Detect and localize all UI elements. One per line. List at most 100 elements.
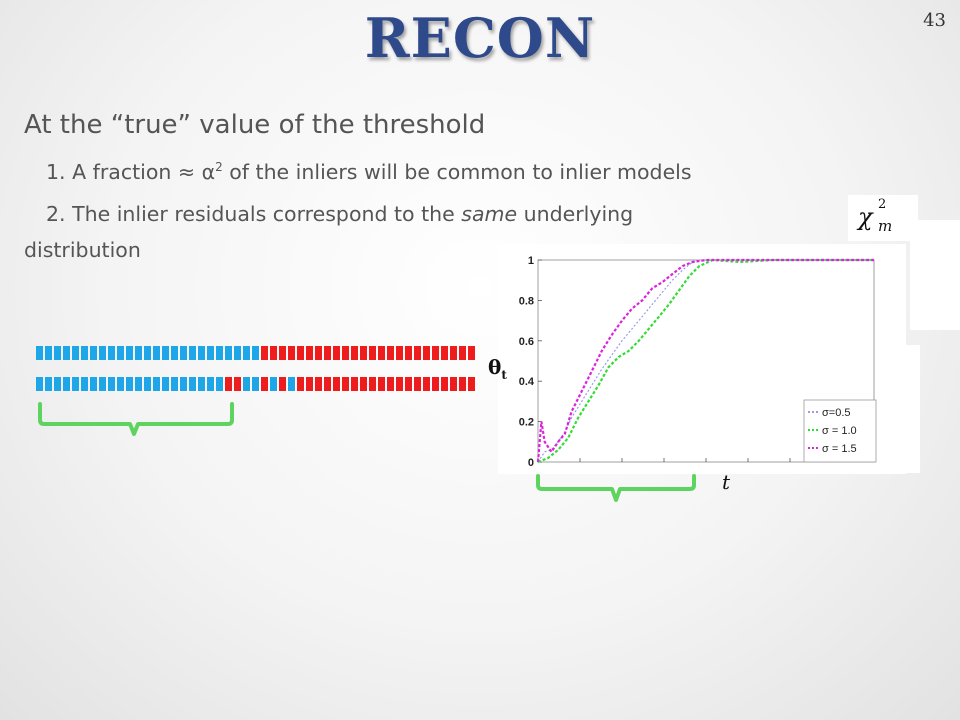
chi-square-formula: χ 2 m xyxy=(848,195,918,241)
outlier-cell xyxy=(288,346,295,360)
chart-backdrop-right-upper xyxy=(910,220,960,330)
outlier-cell xyxy=(459,346,466,360)
outlier-cell xyxy=(297,346,304,360)
inlier-cell xyxy=(198,346,205,360)
inlier-cell xyxy=(126,377,133,391)
inlier-cell xyxy=(216,346,223,360)
outlier-cell xyxy=(369,346,376,360)
inlier-cell xyxy=(216,377,223,391)
slide-title: RECON xyxy=(364,6,596,70)
outlier-cell xyxy=(450,377,457,391)
outlier-cell xyxy=(450,346,457,360)
outlier-cell xyxy=(333,377,340,391)
y-tick-label: 0 xyxy=(528,457,534,469)
outlier-cell xyxy=(360,346,367,360)
y-tick-label: 0.6 xyxy=(519,336,534,348)
outlier-cell xyxy=(468,377,475,391)
outlier-cell xyxy=(387,377,394,391)
outlier-cell xyxy=(342,346,349,360)
inlier-cell xyxy=(180,377,187,391)
inlier-cell xyxy=(90,346,97,360)
inlier-cell xyxy=(117,377,124,391)
outlier-cell xyxy=(270,346,277,360)
outlier-cell xyxy=(387,346,394,360)
inlier-cell xyxy=(207,377,214,391)
theta-subscript: t xyxy=(501,368,507,382)
inlier-cell xyxy=(162,377,169,391)
inlier-cell xyxy=(108,346,115,360)
outlier-cell xyxy=(306,346,313,360)
outlier-cell xyxy=(342,377,349,391)
inlier-cell xyxy=(189,377,196,391)
heading: At the “true” value of the threshold xyxy=(24,110,486,140)
inlier-cell xyxy=(36,377,43,391)
inlier-cell xyxy=(270,377,277,391)
y-tick-label: 1 xyxy=(528,255,534,267)
series-line-1 xyxy=(537,259,874,463)
inlier-cell xyxy=(72,346,79,360)
inlier-cell xyxy=(144,346,151,360)
outlier-cell xyxy=(405,377,412,391)
legend-label: σ = 1.5 xyxy=(822,443,857,455)
outlier-cell xyxy=(225,377,232,391)
point-2-prefix: 2. The inlier residuals correspond to th… xyxy=(46,202,462,226)
x-axis-label: t xyxy=(722,470,731,494)
inlier-cell xyxy=(54,346,61,360)
inlier-cell xyxy=(162,346,169,360)
outlier-cell xyxy=(333,346,340,360)
threshold-chart: 00.20.40.60.81σ=0.5σ = 1.0σ = 1.5 xyxy=(498,244,906,474)
outlier-cell xyxy=(441,377,448,391)
inlier-cell xyxy=(90,377,97,391)
chi-superscript: 2 xyxy=(878,197,887,212)
point-2: 2. The inlier residuals correspond to th… xyxy=(46,202,633,226)
outlier-cell xyxy=(378,377,385,391)
inlier-cell xyxy=(180,346,187,360)
chart-brace xyxy=(536,474,696,502)
inlier-cell xyxy=(153,377,160,391)
outlier-cell xyxy=(396,346,403,360)
inlier-cell xyxy=(189,346,196,360)
outlier-cell xyxy=(279,377,286,391)
inlier-cell xyxy=(45,377,52,391)
inlier-cell xyxy=(45,346,52,360)
outlier-cell xyxy=(360,377,367,391)
legend-label: σ=0.5 xyxy=(822,407,851,419)
point-2-suffix: underlying xyxy=(517,202,634,226)
inlier-cell xyxy=(126,346,133,360)
inlier-cell xyxy=(198,377,205,391)
y-axis-label: θt xyxy=(488,355,507,382)
outlier-cell xyxy=(423,346,430,360)
bar-row-2 xyxy=(36,377,477,391)
point-2-emphasis: same xyxy=(461,202,518,226)
chi-subscript: m xyxy=(878,217,893,235)
outlier-cell xyxy=(414,346,421,360)
bar-row-1 xyxy=(36,346,477,360)
point-2-continuation: distribution xyxy=(24,238,141,262)
outlier-cell xyxy=(378,346,385,360)
inlier-cell xyxy=(288,377,295,391)
inlier-cell xyxy=(135,346,142,360)
outlier-cell xyxy=(297,377,304,391)
outlier-cell xyxy=(432,377,439,391)
point-1-prefix: 1. A fraction ≈ α xyxy=(46,160,216,184)
point-1: 1. A fraction ≈ α2 of the inliers will b… xyxy=(46,160,692,184)
residual-bars xyxy=(36,346,477,408)
y-tick-label: 0.2 xyxy=(519,417,534,429)
outlier-cell xyxy=(369,377,376,391)
y-tick-label: 0.8 xyxy=(519,295,534,307)
outlier-cell xyxy=(351,377,358,391)
outlier-cell xyxy=(396,377,403,391)
inlier-cell xyxy=(63,377,70,391)
inlier-cell xyxy=(171,377,178,391)
chi-symbol: χ xyxy=(858,203,873,231)
page-number: 43 xyxy=(923,10,946,31)
inlier-cell xyxy=(72,377,79,391)
inlier-cell xyxy=(243,346,250,360)
inlier-cell xyxy=(99,346,106,360)
inlier-cell xyxy=(243,377,250,391)
inlier-cell xyxy=(117,346,124,360)
series-line-2 xyxy=(537,258,874,464)
inlier-cell xyxy=(63,346,70,360)
point-1-sup: 2 xyxy=(215,160,223,175)
